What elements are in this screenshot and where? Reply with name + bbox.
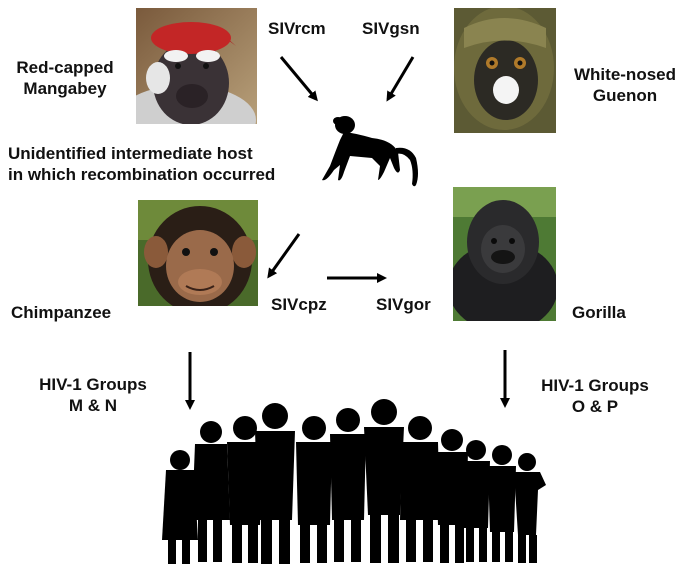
- label-line: in which recombination occurred: [8, 165, 276, 184]
- person-silhouette: [296, 416, 332, 563]
- person-silhouette: [436, 429, 468, 563]
- gorilla-photo: [453, 187, 556, 321]
- label-line: O & P: [571, 397, 619, 416]
- person-silhouette: [364, 399, 404, 563]
- person-silhouette: [400, 416, 440, 562]
- label-line: Red-capped: [16, 58, 114, 77]
- label-line: M & N: [68, 396, 118, 415]
- label-line: Unidentified intermediate host: [8, 144, 253, 163]
- intermediate-host-label: Unidentified intermediate host in which …: [8, 143, 308, 185]
- person-silhouette: [162, 450, 198, 564]
- person-silhouette: [330, 408, 366, 562]
- sivgsn-label: SIVgsn: [362, 19, 420, 38]
- person-silhouette: [514, 453, 546, 563]
- arrow-to-chimpanzee: [267, 233, 301, 279]
- sivrcm-label: SIVrcm: [268, 19, 326, 38]
- arrow-sivgsn: [386, 56, 415, 102]
- red-capped-mangabey-label: Red-capped Mangabey: [6, 57, 124, 99]
- person-silhouette: [192, 421, 230, 562]
- label-line: HIV-1 Groups: [39, 375, 147, 394]
- white-nosed-guenon-label: White-nosed Guenon: [560, 64, 690, 106]
- sivcpz-label: SIVcpz: [271, 295, 327, 314]
- red-capped-mangabey-photo: [136, 8, 257, 124]
- label-line: HIV-1 Groups: [541, 376, 649, 395]
- gorilla-label: Gorilla: [572, 303, 626, 322]
- label-line: White-nosed: [574, 65, 676, 84]
- monkey-silhouette-icon: [322, 116, 418, 187]
- hiv-groups-mn-label: HIV-1 Groups M & N: [18, 374, 168, 416]
- human-crowd-silhouette: [162, 399, 546, 564]
- arrow-sivrcm: [279, 56, 318, 102]
- label-line: Guenon: [592, 86, 658, 105]
- person-silhouette: [488, 445, 516, 562]
- sivgor-label: SIVgor: [376, 295, 431, 314]
- white-nosed-guenon-photo: [454, 8, 556, 133]
- label-line: Mangabey: [23, 79, 107, 98]
- person-silhouette: [227, 416, 263, 563]
- person-silhouette: [462, 440, 490, 562]
- chimpanzee-label: Chimpanzee: [11, 303, 112, 322]
- person-silhouette: [255, 403, 295, 564]
- hiv-groups-op-label: HIV-1 Groups O & P: [520, 375, 670, 417]
- chimpanzee-photo: [138, 200, 258, 306]
